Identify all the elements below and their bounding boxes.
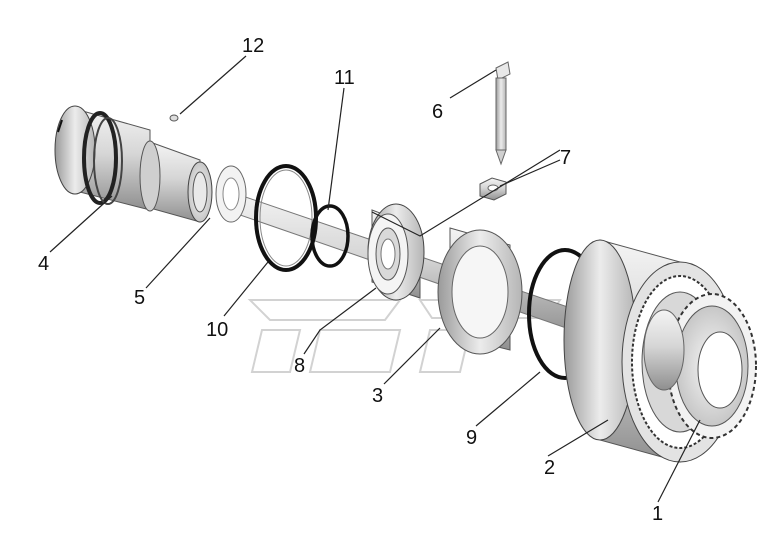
callout-9: 9 — [466, 427, 477, 449]
callout-4: 4 — [38, 253, 49, 275]
callout-labels: 12 11 6 7 4 5 10 8 3 9 2 1 — [38, 35, 663, 525]
callout-11: 11 — [334, 67, 355, 89]
part-11-snap-ring — [310, 204, 350, 268]
part-12-pin — [169, 114, 179, 122]
callout-7: 7 — [560, 147, 571, 169]
part-8-bearing — [367, 203, 425, 301]
part-5-washer — [215, 165, 247, 223]
part-6-bolt — [495, 61, 511, 166]
callout-2: 2 — [544, 457, 555, 479]
callout-5: 5 — [134, 287, 145, 309]
part-1-gear — [643, 293, 757, 439]
callout-6: 6 — [432, 101, 443, 123]
callout-3: 3 — [372, 385, 383, 407]
part-3-spacer-ring — [437, 227, 523, 355]
leader-lines — [49, 55, 701, 503]
callout-8: 8 — [294, 355, 305, 377]
part-4-splined-sleeve — [54, 105, 213, 223]
callout-12: 12 — [242, 35, 264, 57]
callout-10: 10 — [206, 319, 228, 341]
callout-1: 1 — [652, 503, 663, 525]
